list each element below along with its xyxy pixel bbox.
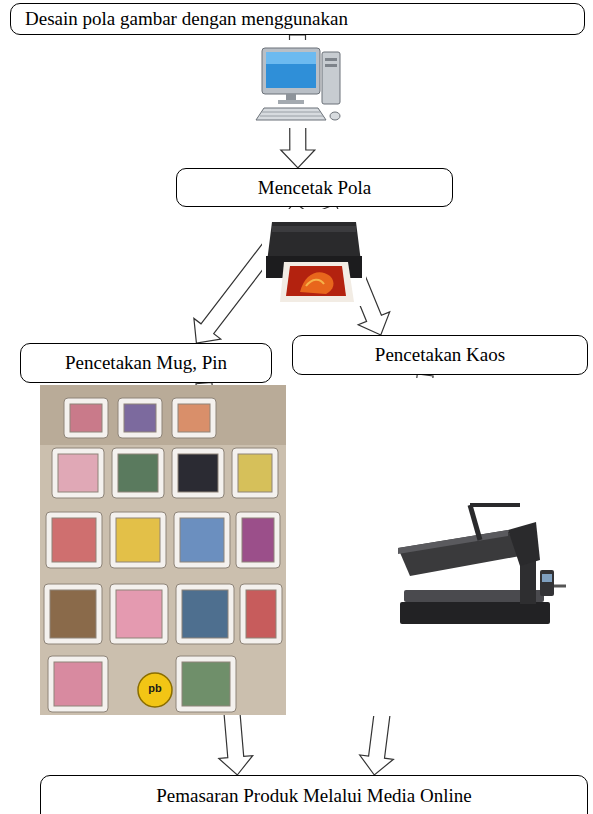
output-box: Pemasaran Produk Melalui Media Online bbox=[40, 775, 588, 814]
mug-photo bbox=[40, 385, 286, 715]
box-label: Mencetak Pola bbox=[258, 177, 371, 199]
design-step-box: Desain pola gambar dengan menggunakan bbox=[10, 3, 585, 35]
heat-press-machine bbox=[360, 378, 582, 716]
box-label: Pencetakan Kaos bbox=[375, 344, 505, 366]
process-box: Pencetakan Mug, Pin bbox=[20, 343, 272, 383]
box-label: Pemasaran Produk Melalui Media Online bbox=[156, 785, 472, 807]
pin-logo-text: pb bbox=[142, 682, 168, 694]
box-label: Desain pola gambar dengan menggunakan bbox=[25, 8, 348, 30]
process-box: Pencetakan Kaos bbox=[292, 335, 588, 375]
printer-icon bbox=[262, 209, 366, 306]
box-label: Pencetakan Mug, Pin bbox=[65, 352, 227, 374]
process-box: Mencetak Pola bbox=[176, 168, 453, 207]
computer-icon bbox=[255, 40, 347, 128]
